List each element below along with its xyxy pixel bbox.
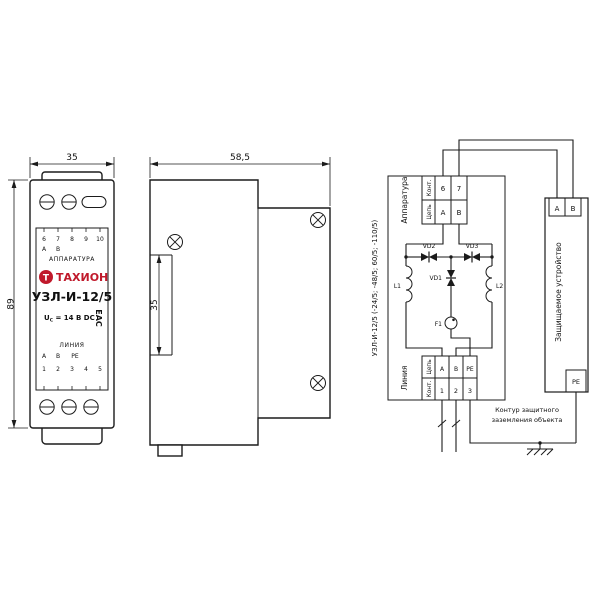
pin-5: 5 (98, 366, 102, 373)
circuit-a-top: А (441, 209, 446, 217)
vd2-label: VD2 (423, 243, 436, 250)
vd1-suppressor: VD1 (429, 270, 456, 286)
top-circuit-b: В (56, 246, 60, 253)
f1-arrester: F1 (435, 316, 458, 330)
dim-width-label: 35 (66, 153, 77, 163)
l1-label: L1 (394, 283, 401, 290)
apparatus-terminal-block: Конт. Цепь 6 7 А В (421, 175, 468, 225)
pin-6: 6 (42, 236, 46, 243)
bottom-terminal-screw-3 (83, 399, 99, 415)
ground-note-line2: заземления объекта (492, 416, 563, 424)
vd1-label: VD1 (429, 275, 442, 282)
ground-symbol (526, 443, 554, 456)
hdr-circuit-top: Цепь (427, 204, 433, 220)
bottom-terminal-screw-1 (39, 399, 55, 415)
voltage-label: UC = 14 В DC (44, 314, 95, 324)
apparatus-side-label: Аппаратура (400, 176, 409, 223)
contact-2: 2 (454, 387, 458, 395)
bottom-terminal-screw-2 (61, 399, 77, 415)
contact-6: 6 (441, 185, 446, 193)
brand-logo-circle (39, 270, 53, 284)
side-view: 58,5 35 (149, 153, 331, 457)
front-label-panel: 6 7 8 9 10 А В АППАРАТУРА Т ТАХИОН УЗЛ-И… (32, 227, 112, 391)
pin-2: 2 (56, 366, 60, 373)
apparatus-label: АППАРАТУРА (49, 256, 95, 263)
voltage-sub: C (50, 318, 54, 324)
circuit-b-top: В (457, 209, 462, 217)
f1-label: F1 (435, 321, 442, 328)
brand-name: ТАХИОН (56, 271, 108, 284)
contact-3: 3 (468, 387, 472, 395)
model-label: УЗЛ-И-12/5 (32, 289, 112, 304)
side-recess (150, 254, 173, 356)
front-height-dimension: 89 (7, 179, 28, 429)
hdr-contact-top: Конт. (427, 180, 433, 197)
l1-inductor: L1 (394, 265, 413, 303)
dim-height-label: 89 (7, 298, 17, 310)
wire-break-mark-2 (451, 419, 461, 428)
module-body (29, 179, 115, 429)
circuit-b-bottom: В (454, 366, 458, 373)
voltage-value: = 14 В DC (53, 314, 95, 322)
line-circuit-b: В (56, 353, 60, 360)
top-circuit-a: А (42, 246, 47, 253)
side-screw-3 (310, 375, 326, 391)
dim-depth-label: 58,5 (230, 153, 250, 163)
side-screw-2 (310, 212, 326, 228)
vd3-suppressor: VD3 (464, 243, 480, 263)
voltage-u: U (44, 314, 50, 322)
side-screw-1 (167, 234, 183, 250)
line-circuit-pe: РЕ (71, 353, 79, 360)
vd2-suppressor: VD2 (421, 243, 437, 263)
wires (404, 139, 577, 452)
protected-device-b: В (571, 205, 576, 213)
side-depth-dimension: 58,5 (149, 153, 331, 206)
vd3-label: VD3 (466, 243, 479, 250)
bottom-pin-ticks (43, 386, 101, 390)
pin-4: 4 (84, 366, 88, 373)
contact-7: 7 (457, 185, 461, 193)
protected-device-label: Защищаемое устройство (554, 242, 563, 342)
line-side-label: Линия (400, 366, 409, 391)
pin-7: 7 (56, 236, 60, 243)
line-circuit-a: А (42, 353, 47, 360)
brand-logo: Т ТАХИОН (39, 270, 108, 284)
hdr-contact-bottom: Конт. (427, 381, 433, 398)
protected-device-pe: РЕ (572, 378, 580, 386)
dim-recess-label: 35 (150, 299, 160, 310)
top-vent-slot (81, 196, 107, 208)
brand-logo-letter: Т (43, 274, 50, 284)
hdr-circuit-bottom: Цепь (427, 359, 433, 375)
side-foot (157, 444, 183, 457)
wiring-schematic: УЗЛ-И-12/5 (-24/5; -48/5; 60/5; -110/5) … (371, 139, 589, 456)
ground-note-line1: Контур защитного (495, 406, 559, 414)
pin-9: 9 (84, 236, 88, 243)
top-pin-ticks (43, 228, 101, 232)
circuit-pe-bottom: РЕ (466, 366, 474, 373)
eac-mark: ЕАС (94, 309, 103, 327)
contact-1: 1 (440, 387, 444, 395)
pin-3: 3 (70, 366, 74, 373)
side-profile (149, 179, 331, 446)
top-terminal-screw-2 (61, 194, 77, 210)
l2-inductor: L2 (485, 265, 503, 303)
schematic-model-note: УЗЛ-И-12/5 (-24/5; -48/5; 60/5; -110/5) (371, 220, 379, 357)
circuit-a-bottom: А (440, 366, 445, 373)
front-width-dimension: 35 (29, 153, 115, 178)
l2-label: L2 (496, 283, 503, 290)
protected-device: А В РЕ Защищаемое устройство (544, 197, 589, 393)
wire-break-mark-1 (437, 419, 447, 428)
top-terminal-screw-1 (39, 194, 55, 210)
side-recess-dimension: 35 (150, 255, 162, 355)
pin-1: 1 (42, 366, 46, 373)
line-terminal-block: Цепь Конт. А В РЕ 1 2 3 (421, 355, 478, 401)
protected-device-a: А (555, 205, 560, 213)
line-label: ЛИНИЯ (59, 342, 84, 349)
front-view: 35 89 6 7 8 (7, 153, 115, 445)
pin-8: 8 (70, 236, 74, 243)
pin-10: 10 (96, 236, 104, 243)
